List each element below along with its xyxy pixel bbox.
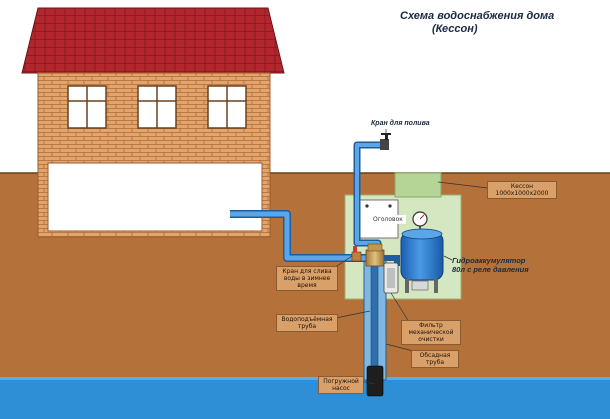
basement-opening bbox=[47, 162, 263, 232]
wellhead-fitting bbox=[365, 249, 385, 267]
label-riser-pipe: Водоподъёмная труба bbox=[276, 314, 338, 332]
roof bbox=[21, 7, 285, 74]
leader-lines bbox=[333, 129, 489, 385]
window-left bbox=[67, 85, 107, 129]
riser-pipe bbox=[370, 249, 379, 369]
hydro-accumulator-tank bbox=[400, 228, 444, 293]
label-wellhead: Оголовок bbox=[370, 215, 406, 224]
aquifer-water bbox=[0, 377, 610, 419]
wellhead-cap bbox=[367, 243, 383, 252]
drain-valve-icon bbox=[351, 246, 362, 262]
diagram-subtitle: (Кессон) bbox=[432, 23, 478, 35]
label-hydro-accumulator: Гидроаккумулятор 80л с реле давления bbox=[452, 256, 529, 274]
caisson-hatch bbox=[394, 172, 442, 198]
label-caisson: Кессон 1000х1000х2000 bbox=[487, 181, 557, 199]
label-drain-valve: Кран для слива воды в зимнее время bbox=[276, 266, 338, 291]
label-watering-tap: Кран для полива bbox=[371, 120, 430, 127]
window-middle bbox=[137, 85, 177, 129]
diagram-title: Схема водоснабжения дома bbox=[400, 10, 555, 22]
label-casing-pipe: Обсадная труба bbox=[411, 350, 459, 368]
window-right bbox=[207, 85, 247, 129]
house bbox=[21, 7, 285, 238]
label-submersible-pump: Погружной насос bbox=[318, 376, 364, 394]
submersible-pump bbox=[366, 365, 384, 397]
valve-icon bbox=[380, 133, 391, 150]
label-mechanical-filter: Фильтр механической очистки bbox=[401, 320, 461, 345]
